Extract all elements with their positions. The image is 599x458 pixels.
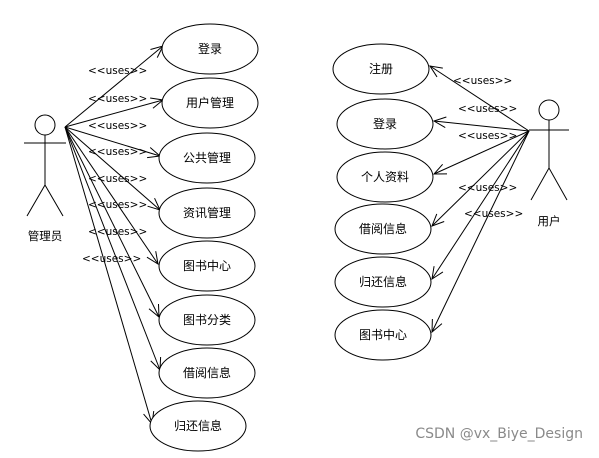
admin-uses-stereotype: <<uses>>	[88, 65, 147, 77]
admin-uses-stereotype: <<uses>>	[88, 146, 147, 158]
admin-actor-label: 管理员	[28, 229, 63, 243]
admin-use-case-ellipse	[158, 132, 256, 184]
admin-actor-left-leg	[26, 184, 46, 217]
user-association-arrowhead	[431, 266, 444, 281]
admin-use-case-ellipse	[158, 294, 256, 346]
user-use-case-label: 图书中心	[359, 327, 407, 342]
user-actor-label: 用户	[538, 214, 561, 228]
user-actor-left-leg	[530, 167, 550, 201]
admin-use-case-label: 图书分类	[183, 313, 231, 327]
user-association-line	[433, 130, 530, 175]
admin-association-line	[64, 126, 161, 211]
user-use-case-ellipse	[334, 203, 432, 255]
admin-use-case-ellipse	[158, 347, 256, 399]
admin-uses-stereotype: <<uses>>	[82, 253, 141, 265]
user-actor-head-icon	[538, 99, 560, 121]
admin-uses-stereotype: <<uses>>	[88, 93, 147, 105]
admin-use-case-label: 用户管理	[186, 95, 234, 110]
user-use-case-label: 归还信息	[359, 274, 407, 289]
admin-association-line	[64, 45, 164, 128]
user-association-line	[431, 130, 530, 227]
user-uses-stereotype: <<uses>>	[453, 75, 512, 87]
admin-association-arrowhead	[146, 251, 159, 266]
admin-use-case-ellipse	[158, 187, 256, 239]
user-use-case-label: 注册	[369, 61, 393, 76]
admin-use-case-ellipse	[158, 240, 256, 292]
user-uses-stereotype: <<uses>>	[458, 103, 517, 115]
user-association-line	[433, 120, 530, 132]
admin-uses-stereotype: <<uses>>	[88, 226, 147, 238]
user-actor	[529, 99, 569, 201]
admin-use-case-label: 借阅信息	[183, 365, 231, 380]
admin-use-case-label: 归还信息	[174, 418, 222, 433]
admin-association-line	[64, 126, 161, 371]
admin-use-case-label: 公共管理	[183, 150, 231, 165]
user-use-case-ellipse	[334, 256, 432, 308]
user-uses-stereotype: <<uses>>	[458, 182, 517, 194]
admin-association-line	[64, 99, 164, 128]
admin-uses-stereotype: <<uses>>	[88, 173, 147, 185]
admin-use-case-label: 登录	[198, 41, 222, 56]
watermark: CSDN @vx_Biye_Design	[415, 426, 583, 442]
user-association-arrowhead	[428, 65, 443, 78]
admin-actor	[24, 114, 66, 217]
user-uses-stereotype: <<uses>>	[464, 208, 523, 220]
user-association-line	[431, 130, 530, 333]
user-association-arrowhead	[432, 163, 448, 175]
user-use-case-ellipse	[332, 43, 430, 95]
admin-use-case-ellipse	[161, 77, 259, 129]
user-association-arrowhead	[432, 116, 447, 128]
user-use-case-label: 个人资料	[361, 170, 409, 184]
user-use-case-label: 借阅信息	[359, 221, 407, 236]
user-uses-stereotype: <<uses>>	[458, 130, 517, 142]
user-association-arrowhead	[431, 318, 443, 334]
admin-use-case-label: 图书中心	[183, 258, 231, 273]
user-actor-right-leg	[548, 167, 568, 201]
admin-use-case-label: 资讯管理	[183, 205, 231, 220]
admin-association-line	[64, 126, 160, 318]
user-association-arrowhead	[431, 213, 445, 227]
admin-use-case-ellipse	[161, 23, 259, 75]
admin-association-line	[64, 126, 153, 425]
user-use-case-ellipse	[336, 98, 434, 150]
admin-actor-right-leg	[44, 184, 64, 217]
admin-actor-head-icon	[34, 114, 56, 136]
admin-uses-stereotype: <<uses>>	[88, 120, 147, 132]
admin-use-case-ellipse	[149, 400, 247, 452]
user-use-case-ellipse	[336, 151, 434, 203]
admin-association-line	[64, 126, 161, 157]
admin-association-line	[64, 126, 159, 265]
user-use-case-ellipse	[334, 309, 432, 361]
admin-uses-stereotype: <<uses>>	[88, 199, 147, 211]
user-association-line	[431, 130, 530, 280]
user-use-case-label: 登录	[373, 116, 397, 131]
user-association-line	[429, 65, 530, 132]
